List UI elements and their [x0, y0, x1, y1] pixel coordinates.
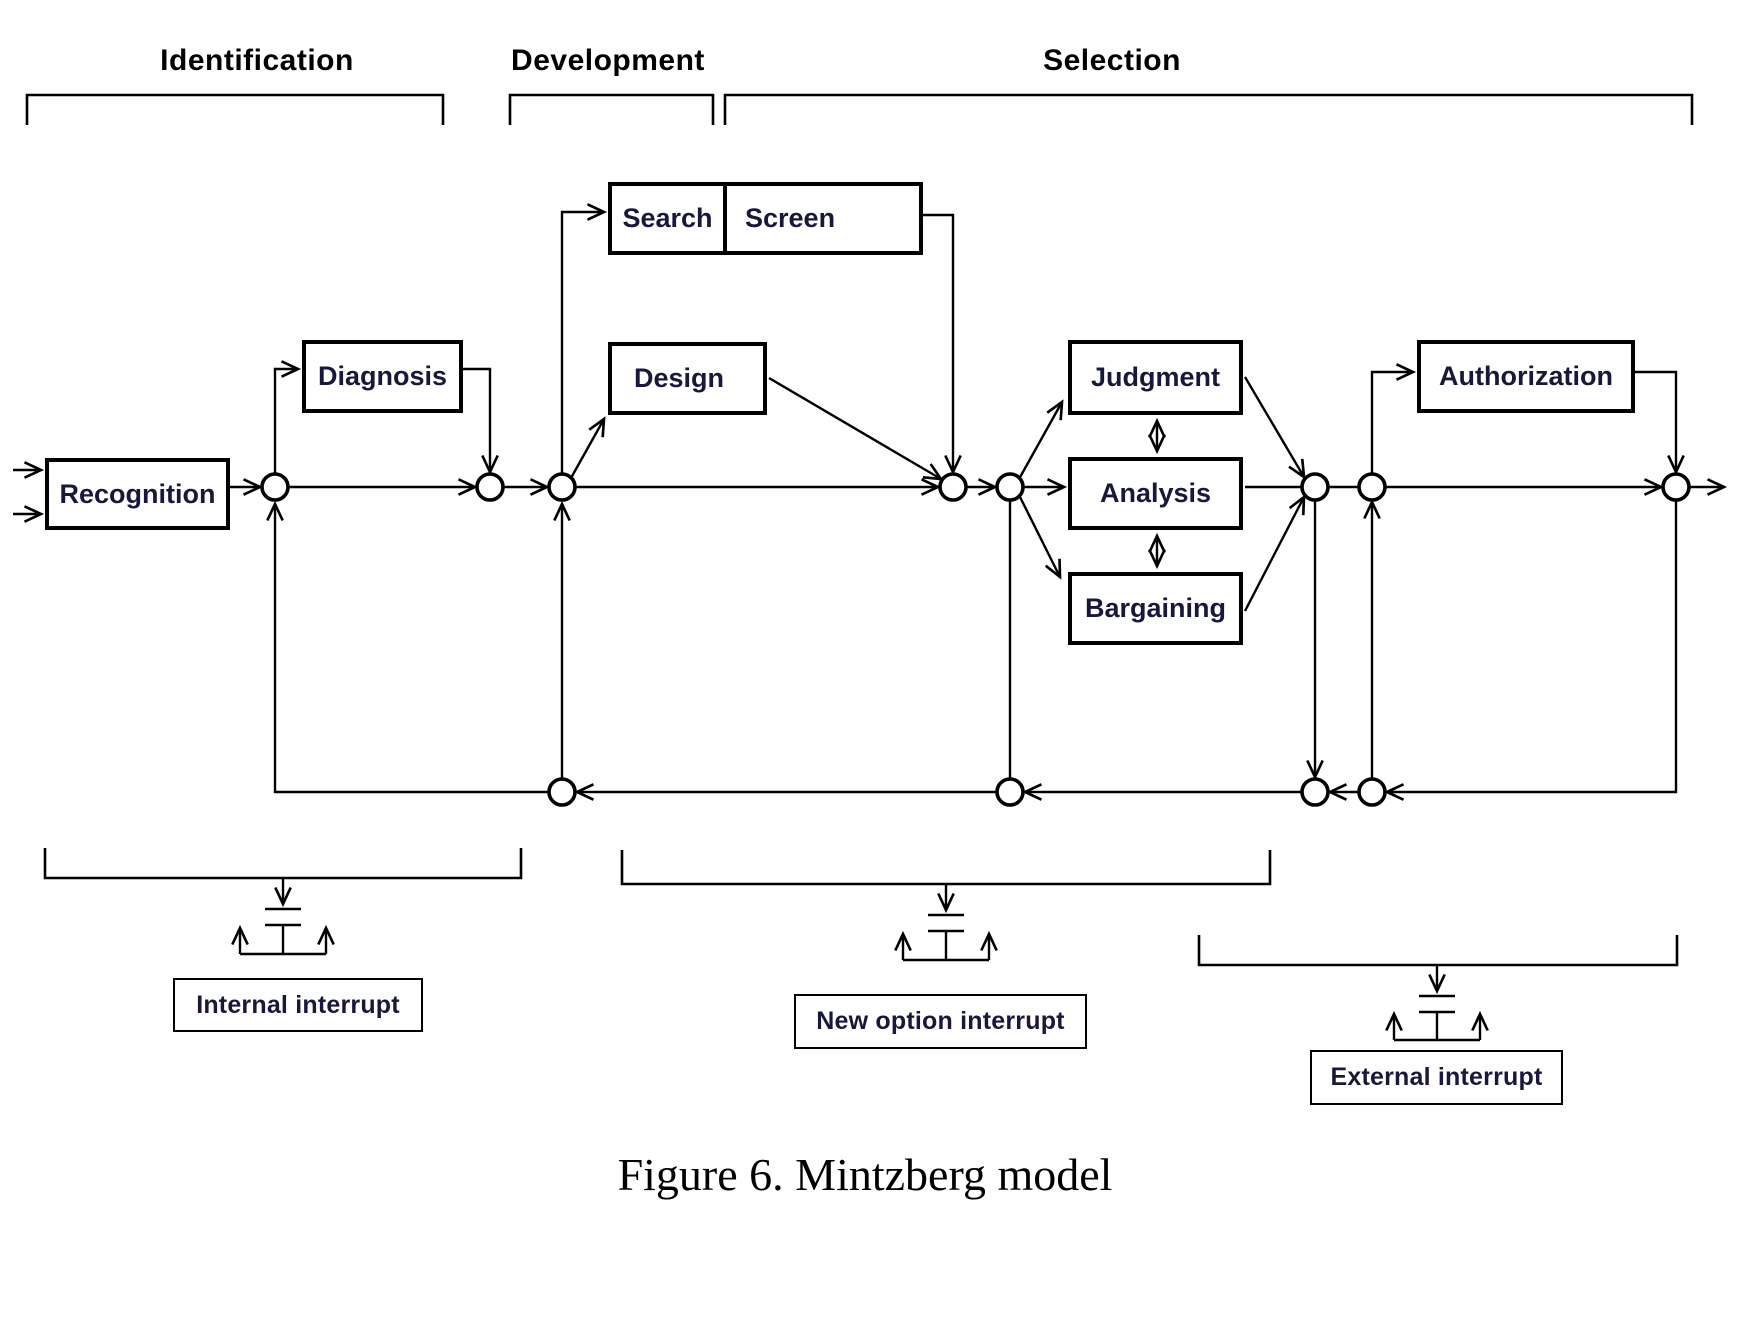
external-interrupt-text: External interrupt: [1330, 1063, 1543, 1091]
phase-label-development: Development: [511, 44, 705, 77]
box-authorization-label: Authorization: [1439, 361, 1613, 391]
interrupt-brackets: [43, 848, 1679, 967]
phase-label-identification: Identification: [160, 44, 354, 77]
box-search-screen: Search Screen: [608, 182, 923, 255]
figure-caption: Figure 6. Mintzberg model: [617, 1149, 1113, 1200]
node-exit: [1661, 472, 1691, 502]
phase-brackets: [25, 93, 1694, 125]
node-authorization-entry: [1357, 472, 1387, 502]
internal-interrupt-bracket: [43, 848, 523, 880]
external-interrupt-label: External interrupt: [1310, 1050, 1563, 1105]
identification-bracket: [25, 93, 445, 125]
flow-lines: [13, 203, 1728, 801]
box-search-label: Search: [622, 203, 713, 233]
node-feedback-selection: [995, 777, 1025, 807]
box-screen: Screen: [727, 186, 919, 251]
box-authorization: Authorization: [1417, 340, 1635, 413]
box-diagnosis: Diagnosis: [302, 340, 463, 413]
node-post-evaluation: [1300, 472, 1330, 502]
new-option-interrupt-label: New option interrupt: [794, 994, 1087, 1049]
development-bracket: [508, 93, 715, 125]
internal-interrupt-label: Internal interrupt: [173, 978, 423, 1032]
new-option-interrupt-symbol: [894, 884, 998, 962]
external-interrupt-symbol: [1385, 965, 1489, 1042]
external-interrupt-bracket: [1197, 935, 1679, 967]
new-option-interrupt-bracket: [620, 850, 1272, 886]
box-recognition: Recognition: [45, 458, 230, 530]
node-post-development: [938, 472, 968, 502]
box-analysis-label: Analysis: [1099, 478, 1212, 508]
node-feedback-right: [1357, 777, 1387, 807]
box-design: Design: [608, 342, 767, 415]
node-development-entry: [547, 472, 577, 502]
box-bargaining: Bargaining: [1068, 572, 1243, 645]
node-feedback-development: [547, 777, 577, 807]
box-bargaining-label: Bargaining: [1084, 593, 1226, 623]
interrupt-symbols: [231, 878, 1489, 1042]
node-feedback-left: [1300, 777, 1330, 807]
box-recognition-label: Recognition: [59, 478, 216, 509]
node-selection-entry: [995, 472, 1025, 502]
box-judgment: Judgment: [1068, 340, 1243, 415]
connector-nodes: [260, 472, 1691, 807]
box-diagnosis-label: Diagnosis: [317, 361, 448, 391]
internal-interrupt-symbol: [231, 878, 335, 956]
box-analysis: Analysis: [1068, 457, 1243, 530]
node-post-diagnosis: [475, 472, 505, 502]
box-judgment-label: Judgment: [1090, 362, 1220, 392]
phase-label-selection: Selection: [1043, 44, 1181, 77]
box-search: Search: [612, 186, 727, 251]
internal-interrupt-text: Internal interrupt: [196, 990, 400, 1019]
box-design-label: Design: [634, 363, 725, 393]
new-option-interrupt-text: New option interrupt: [816, 1007, 1065, 1035]
box-screen-label: Screen: [745, 203, 836, 233]
node-post-recognition: [260, 472, 290, 502]
selection-bracket: [723, 93, 1694, 125]
